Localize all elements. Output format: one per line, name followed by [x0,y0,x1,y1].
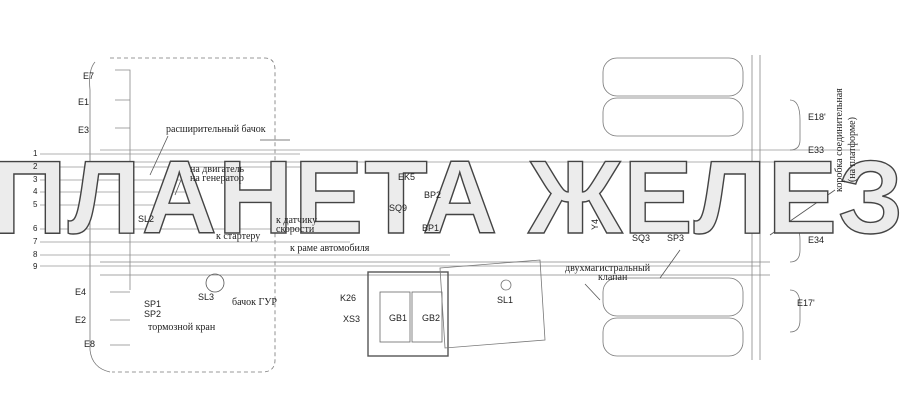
label-e2: E2 [75,315,87,325]
label-e18: E18' [808,112,826,122]
wire-number: 3 [33,175,38,184]
light-wires [110,69,131,346]
label-sl3: SL3 [198,292,215,302]
frame-rail [100,261,770,276]
label-sq3: SQ3 [632,233,651,243]
wire-number: 7 [33,237,38,246]
label-e33: E33 [808,145,825,155]
label-e8: E8 [84,339,96,349]
annotation-to-speed-sensor: к датчику [276,215,318,226]
label-e3: E3 [78,125,90,135]
annotation-to-generator: на генератор [190,173,244,184]
tyre [602,317,744,357]
annotation-to-frame: к раме автомобиля [290,243,370,254]
label-e1: E1 [78,97,90,107]
wire-number: 2 [33,162,38,171]
annotation-to-engine: на двигатель [190,164,245,175]
fuel-level-sensor [500,279,512,291]
label-k26: K26 [340,293,357,303]
front-bumper [89,61,111,373]
wire-number: 5 [33,200,38,209]
annotation-on-platform: (на платформе) [847,117,858,182]
label-sl2: SL2 [138,214,155,224]
label-sp3: SP3 [667,233,685,243]
battery-box [367,271,449,357]
label-e7: E7 [83,71,95,81]
power-steering-tank [205,273,225,293]
label-sq9: SQ9 [389,203,408,213]
label-ek5: EK5 [398,172,416,182]
leader-lines [149,135,836,301]
label-e34: E34 [808,235,825,245]
label-bp1: BP1 [422,223,440,233]
annotation-speed: скорости [276,224,315,235]
wire-number: 6 [33,224,38,233]
battery-gb2 [411,291,443,343]
wire-number: 8 [33,250,38,259]
annotation-to-starter: к стартеру [216,231,261,242]
rear-light [789,99,801,151]
rear-light [789,289,801,333]
label-bp2: BP2 [424,190,442,200]
rear-light [789,224,801,263]
annotation-junction-box: коробка соединительная [834,88,845,192]
annotation-expansion-tank: расширительный бачок [166,124,266,135]
tyre [602,97,744,137]
wire-number: 4 [33,187,38,196]
annotation-power-steering-tank: бачок ГУР [232,297,277,308]
annotation-valve: клапан [598,272,628,283]
battery-gb1 [379,291,411,343]
wire-number: 9 [33,262,38,271]
annotation-brake-valve: тормозной кран [148,322,216,333]
tyre [602,57,744,97]
wire-number: 1 [33,149,38,158]
label-xs3: XS3 [343,314,361,324]
label-gb2: GB2 [422,313,441,323]
label-sp1: SP1 [144,299,162,309]
wire-line [100,149,860,163]
rear-axle [751,55,761,360]
wire-bundle [40,153,760,267]
label-e17: E17' [797,298,815,308]
label-e4: E4 [75,287,87,297]
label-sp2: SP2 [144,309,162,319]
label-y4: Y4 [590,218,600,230]
annotation-dual-line-valve: двухмагистральный [565,263,651,274]
fuel-tank [439,259,546,349]
label-gb1: GB1 [389,313,408,323]
label-sl1: SL1 [497,295,514,305]
cab-outline [110,57,276,373]
tyre [602,277,744,317]
